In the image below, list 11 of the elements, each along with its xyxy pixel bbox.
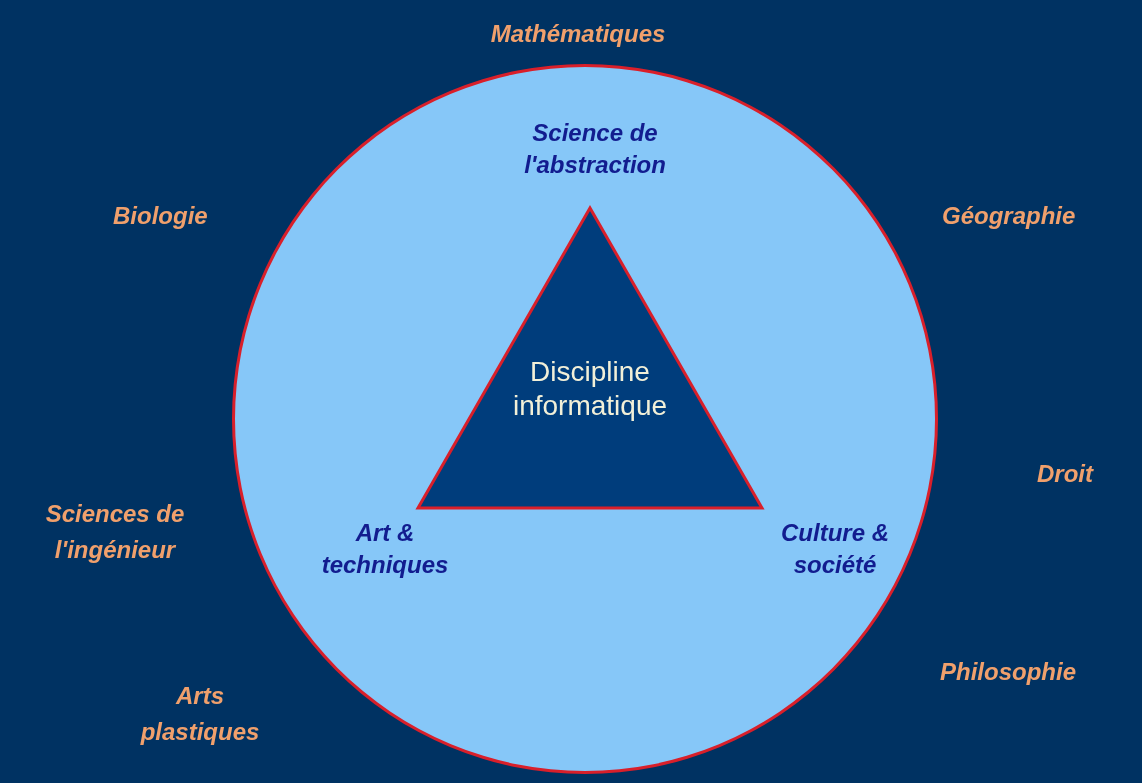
discipline-label: Arts plastiques <box>139 681 261 747</box>
discipline-label: Sciences de l'ingénieur <box>44 499 186 565</box>
triangle-label: Discipline informatique <box>511 355 669 423</box>
discipline-label: Mathématiques <box>489 19 667 49</box>
vertex-label: Science de l'abstraction <box>523 118 667 180</box>
discipline-label: Droit <box>1037 459 1095 489</box>
vertex-label: Art & techniques <box>320 518 450 580</box>
discipline-label: Philosophie <box>940 657 1077 687</box>
vertex-label: Culture & société <box>780 518 890 580</box>
discipline-label: Biologie <box>113 201 209 231</box>
discipline-label: Géographie <box>942 201 1077 231</box>
